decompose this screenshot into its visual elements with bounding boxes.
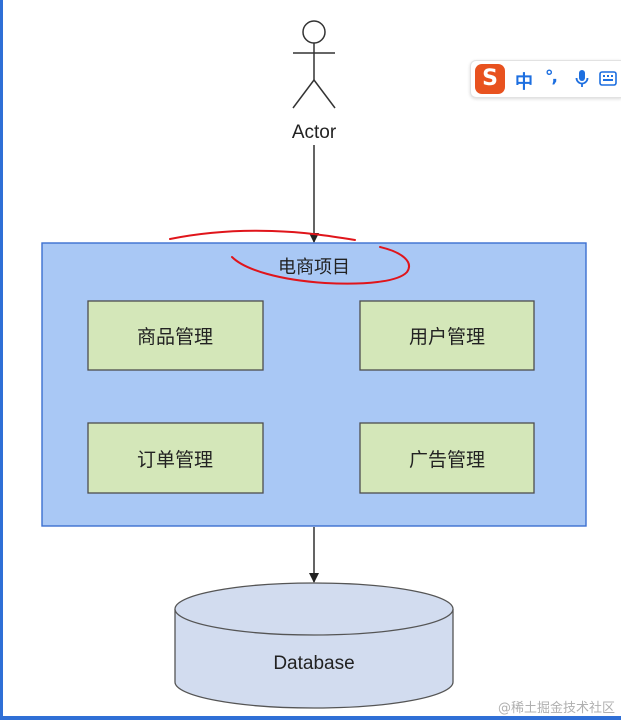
- module-box-rect: [359, 300, 535, 371]
- ime-punctuation-toggle[interactable]: °,: [545, 67, 558, 87]
- window-border-left: [0, 0, 3, 720]
- database-label: Database: [273, 653, 354, 674]
- database-cylinder: [174, 582, 454, 709]
- module-box-rect: [87, 422, 264, 494]
- actor-right-leg: [313, 79, 336, 109]
- annotation-loop: [231, 246, 410, 285]
- module-label: 订单管理: [137, 449, 213, 471]
- database-body: [174, 609, 454, 709]
- actor-figure: [292, 20, 336, 109]
- actor-head: [302, 20, 326, 44]
- module-box-rect: [87, 300, 264, 371]
- module-label: 用户管理: [409, 326, 485, 348]
- ime-logo[interactable]: S: [475, 64, 505, 94]
- module-box: 订单管理: [87, 422, 264, 494]
- watermark: @稀土掘金技术社区: [497, 701, 615, 716]
- ime-language-toggle[interactable]: 中: [515, 72, 533, 93]
- window-border-bottom: [0, 716, 621, 720]
- ime-toolbar[interactable]: S 中 °,: [470, 60, 621, 98]
- microphone-icon[interactable]: [575, 69, 589, 93]
- annotation-stroke-top: [169, 229, 356, 241]
- red-annotation: [169, 229, 410, 285]
- keyboard-icon[interactable]: [599, 71, 617, 90]
- module-box: 广告管理: [359, 422, 535, 494]
- module-box: 用户管理: [359, 300, 535, 371]
- module-box-rect: [359, 422, 535, 494]
- database-top: [174, 582, 454, 636]
- module-box: 商品管理: [87, 300, 264, 371]
- actor-left-leg: [292, 79, 315, 109]
- module-label: 商品管理: [137, 326, 213, 348]
- project-title: 电商项目: [278, 257, 350, 278]
- actor-label: Actor: [292, 122, 337, 143]
- module-label: 广告管理: [409, 449, 485, 471]
